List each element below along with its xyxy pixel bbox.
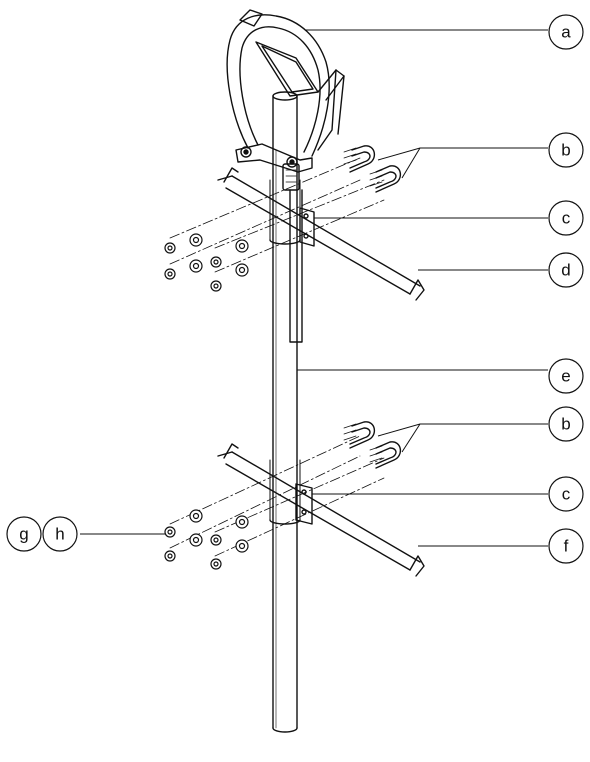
- callout-label-h: h: [55, 525, 64, 544]
- u-bolts-lower: [344, 422, 400, 468]
- fastener-set-upper: [165, 234, 248, 291]
- antenna-panel: [256, 42, 344, 150]
- plate-lower: [296, 484, 312, 524]
- fasteners: [165, 234, 248, 569]
- callout-label-g: g: [19, 525, 28, 544]
- callout-label-c-upper: c: [562, 209, 571, 228]
- callout-label-e: e: [561, 367, 570, 386]
- callout-label-a: a: [561, 23, 571, 42]
- callouts: [7, 15, 583, 563]
- callout-label-f: f: [564, 537, 569, 556]
- callout-label-d: d: [561, 261, 570, 280]
- fastener-set-lower: [165, 510, 248, 569]
- callout-labels: a b c d e b c f g h: [19, 23, 571, 556]
- callout-label-b-lower: b: [561, 415, 570, 434]
- crossbar-lower: [218, 444, 424, 576]
- callout-label-c-lower: c: [562, 485, 571, 504]
- callout-label-b-upper: b: [561, 141, 570, 160]
- antenna-hoop: [227, 10, 329, 156]
- leader-lines: [80, 30, 548, 546]
- mast-pipe: [270, 92, 300, 732]
- antenna-bracket: [236, 144, 312, 190]
